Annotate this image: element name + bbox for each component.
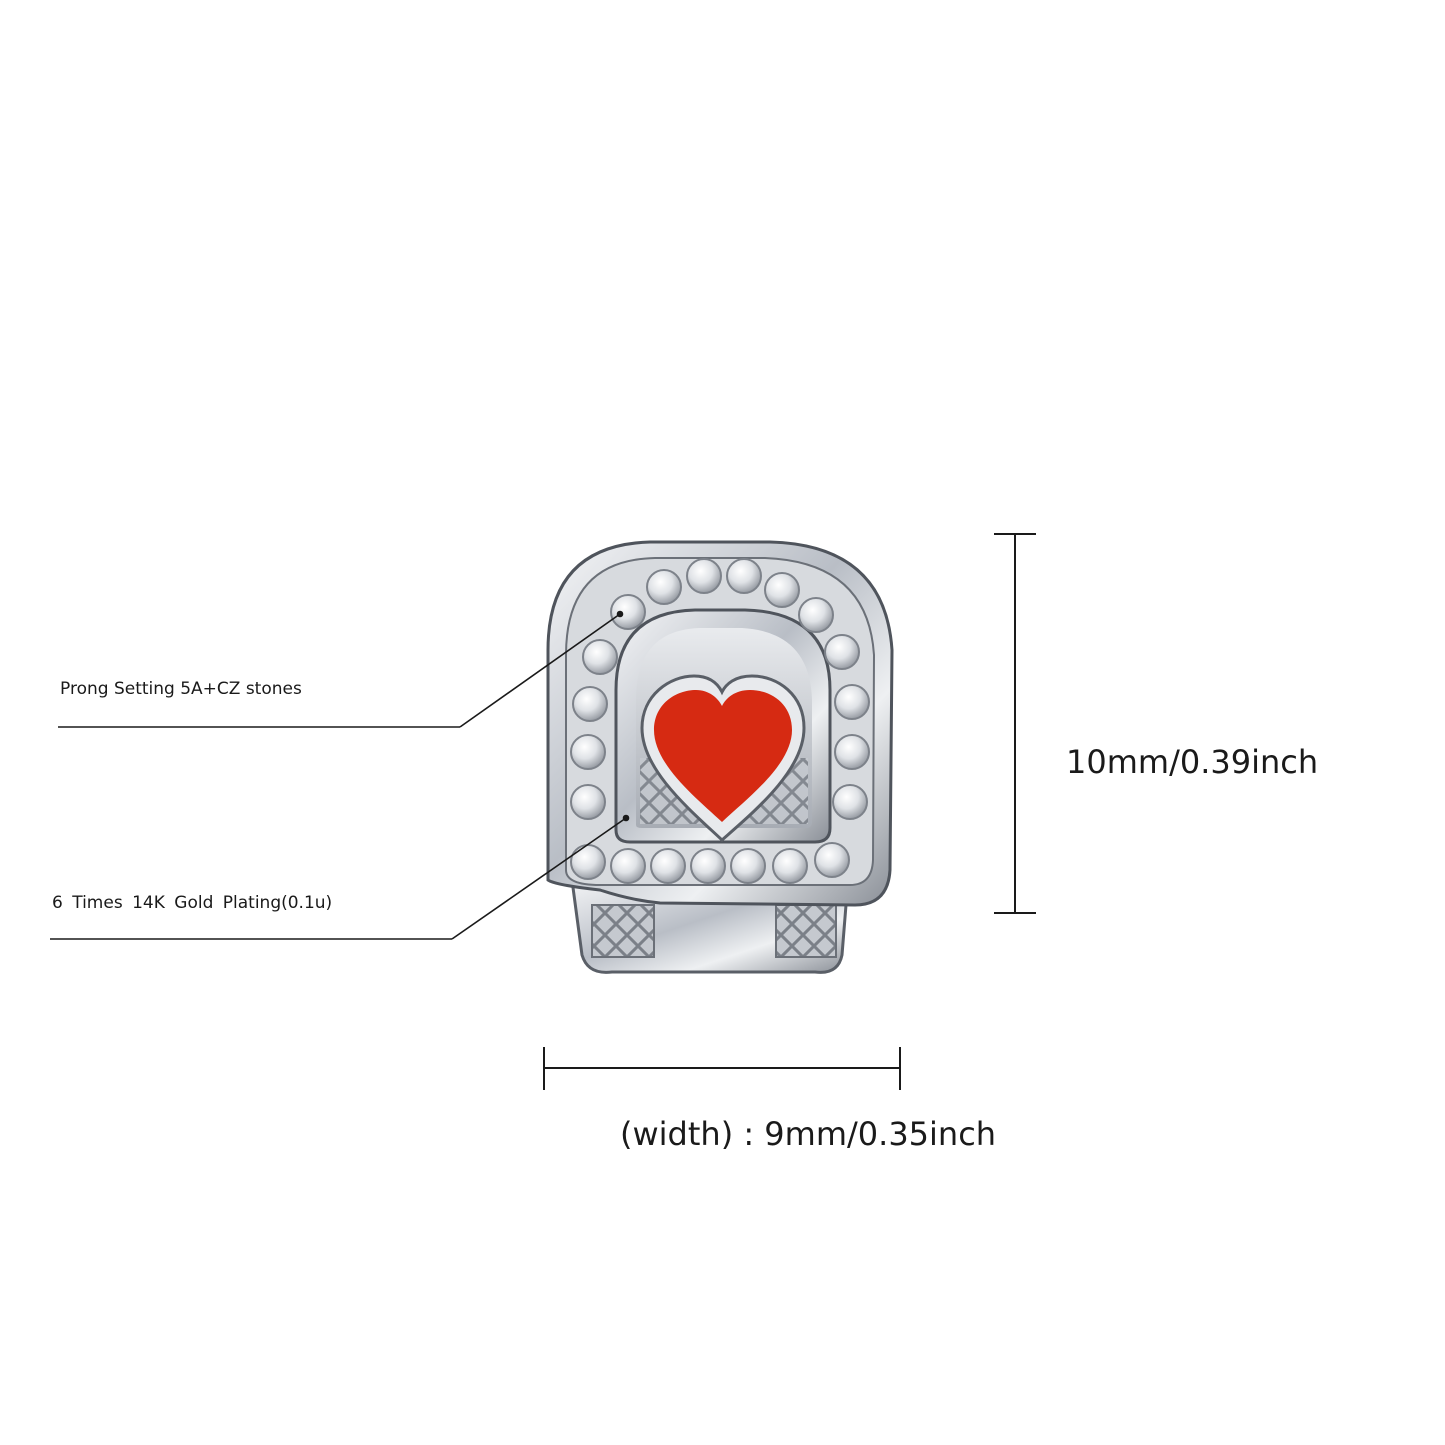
cz-stone	[570, 734, 606, 770]
cz-stone	[772, 848, 808, 884]
cz-stone	[570, 844, 606, 880]
cz-stone	[570, 784, 606, 820]
stones-callout-label: Prong Setting 5A+CZ stones	[60, 679, 302, 699]
cz-stone	[832, 784, 868, 820]
cz-stone	[610, 848, 646, 884]
cz-stone	[582, 639, 618, 675]
cz-stone	[572, 686, 608, 722]
width-dimension-line	[543, 1047, 901, 1090]
base-lattice-left	[591, 904, 655, 958]
base-lattice-right	[775, 904, 837, 958]
cz-stone	[686, 558, 722, 594]
grillz-tooth-icon	[546, 540, 894, 974]
heart-enamel-icon	[654, 690, 792, 822]
cz-stone	[730, 848, 766, 884]
height-dimension-line	[994, 533, 1036, 914]
callout-stones-leader	[58, 610, 624, 728]
cz-stone	[726, 558, 762, 594]
cz-stone	[646, 569, 682, 605]
callout-plating-leader	[50, 814, 630, 940]
plating-callout-label: 6 Times 14K Gold Plating(0.1u)	[52, 893, 333, 913]
cz-stones	[570, 558, 870, 884]
cz-stone	[798, 597, 834, 633]
cz-stone	[650, 848, 686, 884]
cz-stone	[824, 634, 860, 670]
cz-stone	[690, 848, 726, 884]
height-dimension-label: 10mm/0.39inch	[1066, 743, 1319, 781]
cz-stone	[834, 684, 870, 720]
cz-stone	[834, 734, 870, 770]
cz-stone	[814, 842, 850, 878]
cz-stone	[610, 594, 646, 630]
width-dimension-label: (width) : 9mm/0.35inch	[620, 1115, 997, 1153]
cz-stone	[764, 572, 800, 608]
